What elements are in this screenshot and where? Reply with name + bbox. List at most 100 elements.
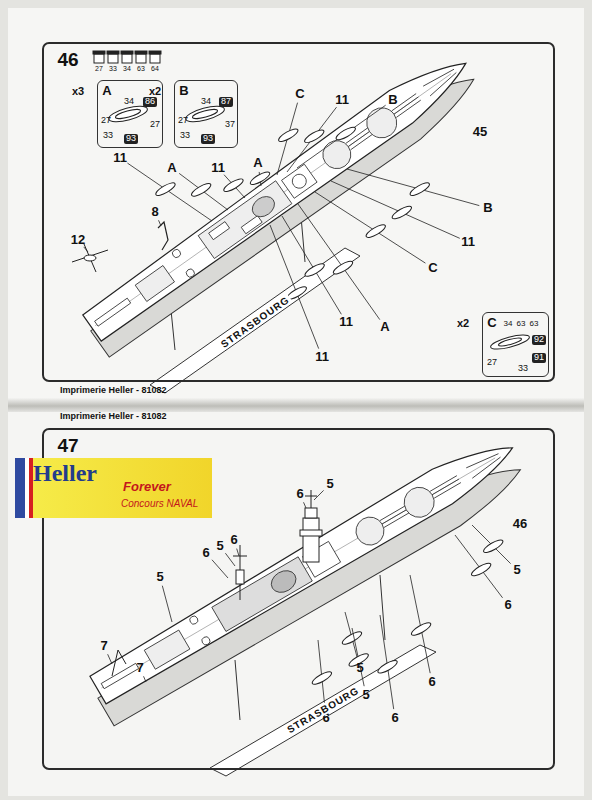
leader-line (179, 173, 228, 210)
detail-inset: x2B348727373393 (174, 80, 238, 148)
callout-text: 33 (518, 364, 528, 374)
leader-line (212, 560, 228, 578)
part-number: 91 (532, 353, 546, 363)
step-number: 46 (57, 50, 78, 71)
paint-jars (93, 51, 161, 63)
watermark-text: Heller (33, 460, 97, 486)
callout-number: C (428, 261, 437, 275)
callout-text: x2 (149, 85, 161, 97)
crane-part (158, 222, 168, 250)
leader-line (347, 169, 479, 206)
callout-text: 34 (201, 97, 211, 107)
callout-number: 5 (326, 477, 333, 491)
seaplane (72, 244, 108, 272)
callout-text: C (487, 316, 496, 330)
leader-line (287, 107, 337, 172)
detail-inset: x2C34636392912733 (482, 312, 549, 377)
boat-part (154, 181, 177, 198)
part-number: 87 (219, 97, 233, 107)
boat-part (334, 125, 357, 142)
callout-number: 6 (230, 533, 237, 547)
callout-number: C (295, 87, 304, 101)
callout-text: 63 (530, 320, 539, 329)
callout-number: 7 (136, 661, 143, 675)
callout-number: 45 (473, 125, 487, 139)
step-number: 47 (57, 436, 78, 457)
paint-code: 27 (95, 65, 103, 73)
leader-line (237, 549, 239, 556)
boat-part (376, 658, 399, 675)
name-plate: STRASBOURG (283, 684, 362, 736)
part-number: 92 (532, 335, 546, 345)
leader-line (298, 204, 380, 320)
callout-number: A (167, 161, 176, 175)
callout-text: 27 (178, 116, 188, 126)
paper-page (8, 412, 584, 796)
callout-number: 6 (391, 711, 398, 725)
boat-part (409, 181, 432, 198)
callout-text: 27 (150, 120, 160, 130)
callout-text: 27 (101, 116, 111, 126)
callout-number: B (483, 201, 492, 215)
printer-imprint: Imprimerie Heller - 81082 (60, 386, 167, 396)
leader-line (455, 535, 503, 598)
callout-number: 46 (513, 517, 527, 531)
leader-line (84, 247, 88, 252)
leader-line (144, 676, 146, 682)
leader-line (162, 586, 172, 622)
paint-code: 63 (137, 65, 145, 73)
boat-part (249, 170, 272, 187)
callout-text: 33 (103, 131, 113, 141)
boat-part (341, 629, 364, 646)
boat-part (332, 259, 355, 276)
leader-line (225, 553, 235, 566)
callout-number: 11 (315, 350, 329, 364)
callout-number: 5 (356, 661, 363, 675)
boat-part (303, 128, 326, 145)
watermark-text: Forever (123, 480, 171, 494)
paint-code: 64 (151, 65, 159, 73)
callout-text: 63 (517, 320, 526, 329)
callout-text: B (179, 84, 188, 98)
callout-text: 33 (180, 131, 190, 141)
callout-number: 6 (428, 675, 435, 689)
leader-line (108, 654, 112, 664)
callout-number: B (388, 93, 397, 107)
callout-text: 27 (487, 358, 497, 368)
boat-part (470, 561, 493, 578)
callout-number: 11 (335, 93, 349, 107)
callout-number: 5 (362, 688, 369, 702)
callout-number: 12 (71, 233, 85, 247)
callout-text: 34 (504, 320, 513, 329)
callout-number: 5 (216, 539, 223, 553)
callout-number: 11 (113, 151, 127, 165)
callout-number: 6 (202, 546, 209, 560)
callout-number: 6 (296, 487, 303, 501)
boat-part (222, 177, 245, 194)
boat-part (364, 223, 387, 240)
boat-part (391, 204, 414, 221)
watermark-banner: HellerForeverConcours NAVAL (15, 458, 212, 518)
callout-text: 34 (124, 97, 134, 107)
leader-line (304, 502, 306, 508)
boat-part (482, 538, 505, 555)
callout-number: 11 (211, 161, 225, 175)
watermark-text: Concours NAVAL (121, 498, 198, 509)
callout-number: 11 (339, 315, 353, 329)
leader-line (315, 192, 425, 263)
boat-part (277, 127, 300, 144)
boat-part (190, 181, 213, 198)
leader-line (314, 490, 324, 500)
callout-text: x2 (457, 317, 469, 329)
callout-number: A (380, 320, 389, 334)
boat-part (303, 262, 326, 279)
callout-number: 7 (100, 639, 107, 653)
part-number: 93 (124, 134, 138, 144)
paper-page (8, 8, 584, 400)
boat-part (410, 620, 433, 637)
callout-text: 37 (225, 120, 235, 130)
name-plate: STRASBOURG (217, 293, 293, 351)
